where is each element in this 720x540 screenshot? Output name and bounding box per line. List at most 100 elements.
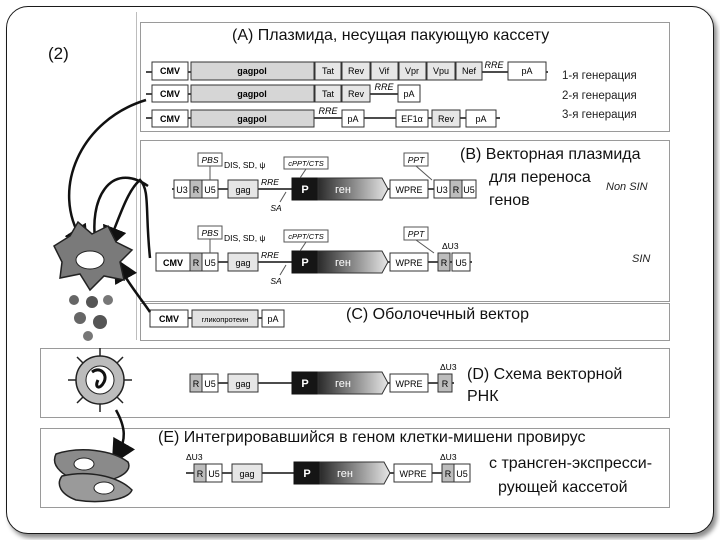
a1-tat: Tat (322, 66, 335, 76)
b2-cppt: cPPT/CTS (288, 232, 323, 241)
budding-virions (69, 295, 113, 341)
b2-pbs: PBS (201, 228, 218, 238)
a2-gagpol: gagpol (237, 89, 267, 99)
sin-label: SIN (632, 253, 651, 265)
d-row: R U5 gag P ген WPRE R ΔU3 (189, 362, 457, 395)
d-u5: U5 (204, 379, 216, 389)
e-r: R (197, 469, 204, 479)
b1-pbs: PBS (201, 155, 218, 165)
b2-r: R (193, 258, 200, 268)
panel-b (140, 140, 670, 302)
a2-tat: Tat (322, 89, 335, 99)
e-du3: ΔU3 (186, 452, 203, 462)
b1-gag: gag (235, 185, 250, 195)
b1-u3: U3 (176, 185, 188, 195)
d-du3: ΔU3 (440, 362, 457, 372)
a3-gagpol: gagpol (237, 114, 267, 124)
b2-gene: ген (335, 257, 351, 269)
d-gene: ген (335, 378, 351, 390)
a3-rev: Rev (438, 114, 455, 124)
a2-pa: pA (403, 89, 414, 99)
b2-sa: SA (270, 276, 282, 286)
a-row-3: CMV gagpol RRE pA EF1α Rev pA (146, 106, 500, 128)
panel-b-title-line3: генов (489, 192, 530, 209)
c-cmv: CMV (159, 314, 179, 324)
b1-rre: RRE (261, 177, 279, 187)
e-u5b: U5 (456, 469, 468, 479)
a1-cmv: CMV (160, 66, 180, 76)
d-rb: R (442, 379, 449, 389)
a1-vif: Vif (379, 66, 390, 76)
d-promoter: P (301, 378, 308, 390)
panel-d-title-line2: РНК (467, 388, 499, 405)
b2-promoter: P (301, 257, 308, 269)
d-wpre: WPRE (396, 379, 423, 389)
b1-gene: ген (335, 184, 351, 196)
d-gag: gag (235, 379, 250, 389)
a-row-2: CMV gagpol Tat Rev RRE pA (146, 82, 421, 103)
panel-e-title-line2: с трансген-экспресси- (489, 455, 653, 472)
e-wpre: WPRE (400, 469, 427, 479)
generation-1-label: 1-я генерация (562, 70, 637, 82)
b1-ppt: PPT (408, 155, 425, 165)
panel-a-title: (A) Плазмида, несущая пакующую кассету (232, 27, 550, 44)
b1-rb: R (453, 185, 460, 195)
a2-cmv: CMV (160, 89, 180, 99)
a3-cmv: CMV (160, 114, 180, 124)
b2-gag: gag (235, 258, 250, 268)
b1-dis: DIS, SD, ψ (224, 160, 265, 170)
a1-rre: RRE (484, 60, 504, 70)
d-r: R (193, 379, 200, 389)
b1-wpre: WPRE (396, 185, 423, 195)
c-glycoprotein: гликопротеин (202, 315, 249, 324)
a1-vpr: Vpr (405, 66, 419, 76)
b2-rb: R (441, 258, 448, 268)
generation-2-label: 2-я генерация (562, 90, 637, 102)
b2-du3: ΔU3 (442, 241, 459, 251)
a-row-1: CMV gagpol Tat Rev Vif Vpr Vpu Nef RRE p… (146, 60, 548, 81)
non-sin-label: Non SIN (606, 181, 648, 193)
e-du3b: ΔU3 (440, 452, 457, 462)
b1-sa: SA (270, 203, 282, 213)
e-row: ΔU3 R U5 gag P ген WPRE ΔU3 R U5 (186, 452, 471, 485)
b1-r: R (193, 185, 200, 195)
panel-d-title-line1: (D) Схема векторной (467, 366, 623, 383)
a3-ef1a: EF1α (401, 114, 423, 124)
target-cells (53, 449, 133, 503)
e-rb: R (445, 469, 452, 479)
b2-wpre: WPRE (396, 258, 423, 268)
panel-e-title-line3: рующей кассетой (498, 479, 628, 496)
b2-dis: DIS, SD, ψ (224, 233, 265, 243)
panel-c-title: (C) Оболочечный вектор (346, 306, 529, 323)
a1-pa: pA (521, 66, 532, 76)
producer-cell (53, 220, 134, 292)
b2-u5: U5 (204, 258, 216, 268)
b1-promoter: P (301, 184, 308, 196)
b2-cmv: CMV (163, 258, 183, 268)
b1-cppt: cPPT/CTS (288, 159, 323, 168)
e-promoter: P (303, 468, 310, 480)
b1-u5b: U5 (463, 185, 475, 195)
a1-nef: Nef (462, 66, 477, 76)
a1-vpu: Vpu (433, 66, 449, 76)
b1-u3b: U3 (436, 185, 448, 195)
generation-3-label: 3-я генерация (562, 109, 637, 121)
b2-ppt: PPT (408, 229, 425, 239)
c-row: CMV гликопротеин pA (149, 309, 285, 328)
b2-rre: RRE (261, 250, 279, 260)
a3-pa2: pA (475, 114, 486, 124)
b2-u5b: U5 (455, 258, 467, 268)
a3-rre: RRE (318, 106, 338, 116)
b-row-2: CMV R U5 gag P ген WPRE R U5 PBS DIS, SD… (155, 225, 472, 286)
e-gene: ген (337, 468, 353, 480)
e-u5: U5 (208, 469, 220, 479)
lentiviral-particle (68, 348, 132, 412)
a3-pa: pA (347, 114, 358, 124)
e-gag: gag (239, 469, 254, 479)
a1-rev: Rev (348, 66, 365, 76)
step-label: (2) (48, 44, 69, 63)
a1-gagpol: gagpol (237, 66, 267, 76)
panel-b-title-line1: (B) Векторная плазмида (460, 146, 641, 163)
b1-u5: U5 (204, 185, 216, 195)
